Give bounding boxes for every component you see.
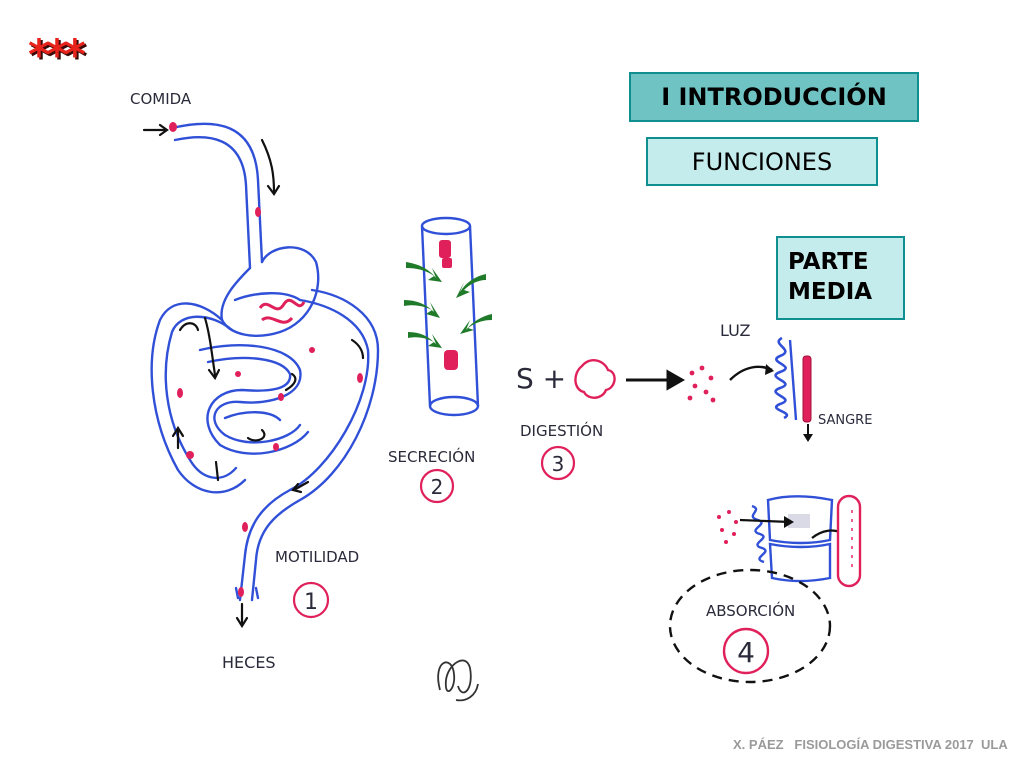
label-absorcion: ABSORCIÓN [706, 601, 795, 620]
digested-particles [687, 365, 716, 403]
label-s-plus: S + [516, 362, 566, 395]
secretion-arrows [404, 262, 492, 348]
motility-arrows [142, 123, 365, 629]
number-1: 1 [304, 590, 318, 615]
functions-box: FUNCIONES [646, 137, 878, 186]
absorption-dashed-circle [668, 568, 832, 684]
author-signature [437, 659, 479, 702]
number-circle-2 [419, 468, 455, 504]
stomach-contents-squiggle [258, 298, 306, 324]
villi-line [788, 339, 798, 421]
secretion-tube-drawing [420, 216, 480, 417]
label-digestion: DIGESTIÓN [520, 421, 603, 440]
footer-credit: X. PÁEZ FISIOLOGÍA DIGESTIVA 2017 ULA [733, 737, 1008, 752]
number-4: 4 [737, 636, 755, 669]
importance-stars-icon: *** [28, 30, 86, 79]
part-box: PARTE MEDIA [776, 236, 905, 320]
digestion-arrow [626, 369, 686, 391]
absorption-particles [717, 510, 738, 544]
number-circle-4 [722, 627, 770, 675]
label-secrecion: SECRECIÓN [388, 447, 475, 466]
part-label-line2: MEDIA [788, 279, 873, 305]
enterocyte-fill [788, 514, 810, 528]
number-2: 2 [431, 475, 444, 499]
label-heces: HECES [222, 653, 276, 672]
food-particles [169, 122, 363, 597]
label-comida: COMIDA [130, 90, 192, 108]
section-title-box: I INTRODUCCIÓN [629, 72, 919, 122]
blood-vessel-icon [802, 355, 812, 423]
label-sangre: SANGRE [818, 413, 872, 428]
label-motilidad: MOTILIDAD [275, 548, 359, 566]
section-title: I INTRODUCCIÓN [661, 83, 887, 111]
number-circle-3 [540, 445, 576, 481]
absorption-arrow-in [739, 518, 791, 524]
functions-label: FUNCIONES [691, 147, 833, 176]
villi-coil [774, 336, 788, 420]
enzyme-icon [574, 359, 616, 399]
number-circle-1 [292, 581, 330, 619]
number-3: 3 [552, 452, 565, 476]
blood-capillary-drawing [836, 494, 862, 588]
part-label-line1: PARTE [788, 249, 869, 276]
digestive-tract-drawing [150, 122, 380, 602]
label-luz: LUZ [720, 321, 751, 340]
enterocyte-drawing [751, 495, 834, 583]
